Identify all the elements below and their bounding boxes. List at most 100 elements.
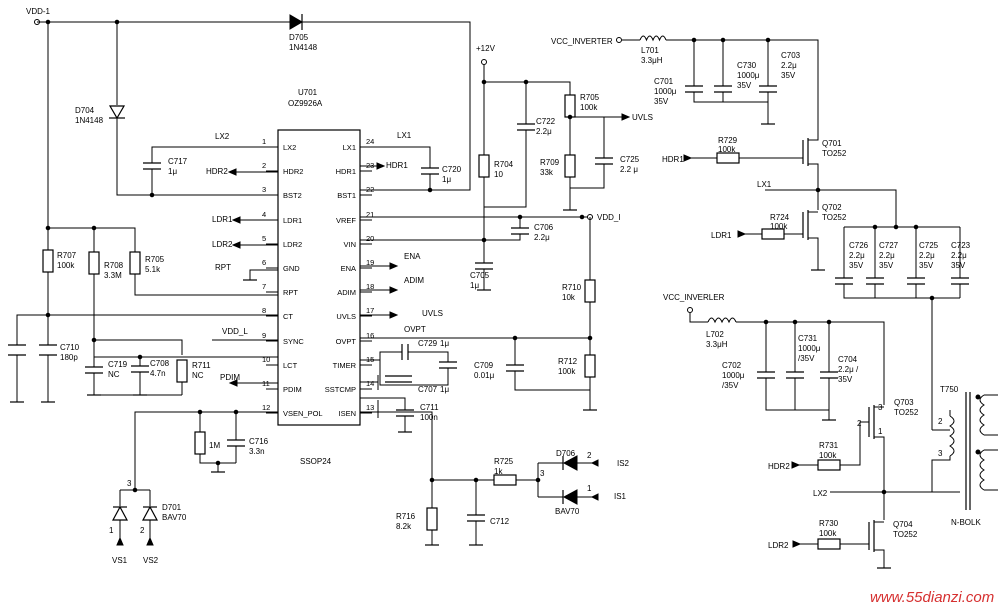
ic-pin-name: ADIM: [337, 288, 356, 297]
svg-text:Q703: Q703: [894, 398, 914, 407]
svg-text:3.3n: 3.3n: [249, 447, 265, 456]
svg-text:1μ: 1μ: [470, 281, 479, 290]
resistor-r710: [584, 279, 596, 303]
svg-text:3.3M: 3.3M: [104, 271, 122, 280]
ic-pin-number: 9: [262, 331, 266, 340]
inductor-l701: [639, 35, 667, 42]
ic-right-pins: 24LX123HDR122BST121VREF20VIN19ENA18ADIM1…: [325, 137, 375, 418]
svg-text:35V: 35V: [838, 375, 853, 384]
svg-text:D705: D705: [289, 33, 309, 42]
svg-text:100n: 100n: [420, 413, 438, 422]
svg-text:R730: R730: [819, 519, 839, 528]
mosfet-q702: Q702 TO252: [802, 203, 847, 270]
svg-text:35V: 35V: [919, 261, 934, 270]
svg-text:C711: C711: [420, 403, 439, 412]
svg-text:BAV70: BAV70: [555, 507, 580, 516]
ic-pin-name: OVPT: [336, 337, 357, 346]
svg-text:35V: 35V: [879, 261, 894, 270]
svg-text:2: 2: [140, 526, 145, 535]
svg-text:C731: C731: [798, 334, 818, 343]
ic-pin-name: ISEN: [338, 409, 356, 418]
svg-text:R724: R724: [770, 213, 790, 222]
resistor-r724: [761, 228, 785, 240]
resistor-r731: [817, 459, 841, 471]
svg-text:R708: R708: [104, 261, 124, 270]
ic-pin-number: 8: [262, 306, 266, 315]
svg-text:2.2μ: 2.2μ: [919, 251, 935, 260]
svg-text:R712: R712: [558, 357, 578, 366]
svg-text:100k: 100k: [558, 367, 576, 376]
svg-text:TO252: TO252: [822, 149, 847, 158]
ic-pin-name: LDR1: [283, 216, 302, 225]
svg-text:LDR2: LDR2: [768, 541, 789, 550]
svg-text:C730: C730: [737, 61, 757, 70]
watermark-text: www.55dianzi.com: [870, 589, 994, 606]
ic-pin-name: SSTCMP: [325, 385, 356, 394]
ic-pin-name: HDR2: [283, 167, 303, 176]
svg-text:VDD_L: VDD_L: [222, 327, 248, 336]
resistor-1m: [194, 431, 206, 455]
resistor-r712: [584, 354, 596, 378]
ic-pin-number: 14: [366, 379, 374, 388]
mosfet-q704: Q704 TO252: [868, 520, 918, 568]
resistor-r716: [426, 507, 438, 531]
svg-text:C709: C709: [474, 361, 494, 370]
ic-u701: U701 OZ9926A SSOP24 1LX22HDR23BST24LDR15…: [262, 88, 374, 466]
resistor-r725: [493, 474, 517, 486]
svg-text:1μ: 1μ: [168, 167, 177, 176]
svg-text:C727: C727: [879, 241, 899, 250]
svg-text:HDR2: HDR2: [768, 462, 790, 471]
svg-text:3.3μH: 3.3μH: [641, 56, 663, 65]
svg-text:C717: C717: [168, 157, 188, 166]
ic-pin-name: TIMER: [333, 361, 357, 370]
svg-text:C710: C710: [60, 343, 80, 352]
ic-pin-name: BST1: [337, 191, 356, 200]
vdd1-label: VDD-1: [26, 7, 51, 16]
ic-right-network: C720 1μ LX1 HDR1 VDD_I +12V R704 10 C722…: [360, 44, 653, 546]
resistor-r707: [42, 249, 54, 273]
svg-text:R716: R716: [396, 512, 416, 521]
ic-pin-name: HDR1: [336, 167, 356, 176]
svg-text:35V: 35V: [737, 81, 752, 90]
resistor-r704: [478, 154, 490, 178]
svg-text:2: 2: [938, 417, 943, 426]
ic-pin-name: GND: [283, 264, 300, 273]
ic-pin-number: 13: [366, 403, 374, 412]
ic-pin-number: 20: [366, 234, 374, 243]
svg-text:C725: C725: [919, 241, 939, 250]
svg-text:3.3μH: 3.3μH: [706, 340, 728, 349]
svg-text:R709: R709: [540, 158, 560, 167]
svg-text:0.01μ: 0.01μ: [474, 371, 495, 380]
svg-text:2.2μ: 2.2μ: [781, 61, 797, 70]
ic-left-pins: 1LX22HDR23BST24LDR15LDR26GND7RPT8CT9SYNC…: [262, 137, 323, 418]
svg-text:LX2: LX2: [813, 489, 828, 498]
svg-text:100k: 100k: [580, 103, 598, 112]
svg-text:ENA: ENA: [404, 252, 421, 261]
svg-text:3: 3: [540, 469, 545, 478]
ic-pin-name: SYNC: [283, 337, 304, 346]
svg-text:LX2: LX2: [215, 132, 230, 141]
ic-pin-number: 4: [262, 210, 266, 219]
svg-text:100k: 100k: [718, 145, 736, 154]
ic-pin-name: VIN: [343, 240, 356, 249]
svg-text:100k: 100k: [770, 222, 788, 231]
svg-text:1: 1: [878, 427, 883, 436]
svg-text:UVLS: UVLS: [422, 309, 443, 318]
svg-text:Q702: Q702: [822, 203, 842, 212]
resistor-r711: [176, 359, 188, 383]
svg-text:1: 1: [109, 526, 114, 535]
svg-text:35V: 35V: [951, 261, 966, 270]
svg-text:1000μ: 1000μ: [722, 371, 745, 380]
svg-text:1000μ: 1000μ: [654, 87, 677, 96]
svg-text:33k: 33k: [540, 168, 554, 177]
ic-pin-number: 2: [262, 161, 266, 170]
ic-pin-number: 21: [366, 210, 374, 219]
vcc-inverter-terminal: [616, 37, 622, 43]
svg-text:R704: R704: [494, 160, 514, 169]
svg-text:HDR2: HDR2: [206, 167, 228, 176]
resistor-r705a: [129, 251, 141, 275]
ic-pin-number: 24: [366, 137, 374, 146]
svg-text:R731: R731: [819, 441, 839, 450]
svg-text:2.2μ /: 2.2μ /: [838, 365, 859, 374]
